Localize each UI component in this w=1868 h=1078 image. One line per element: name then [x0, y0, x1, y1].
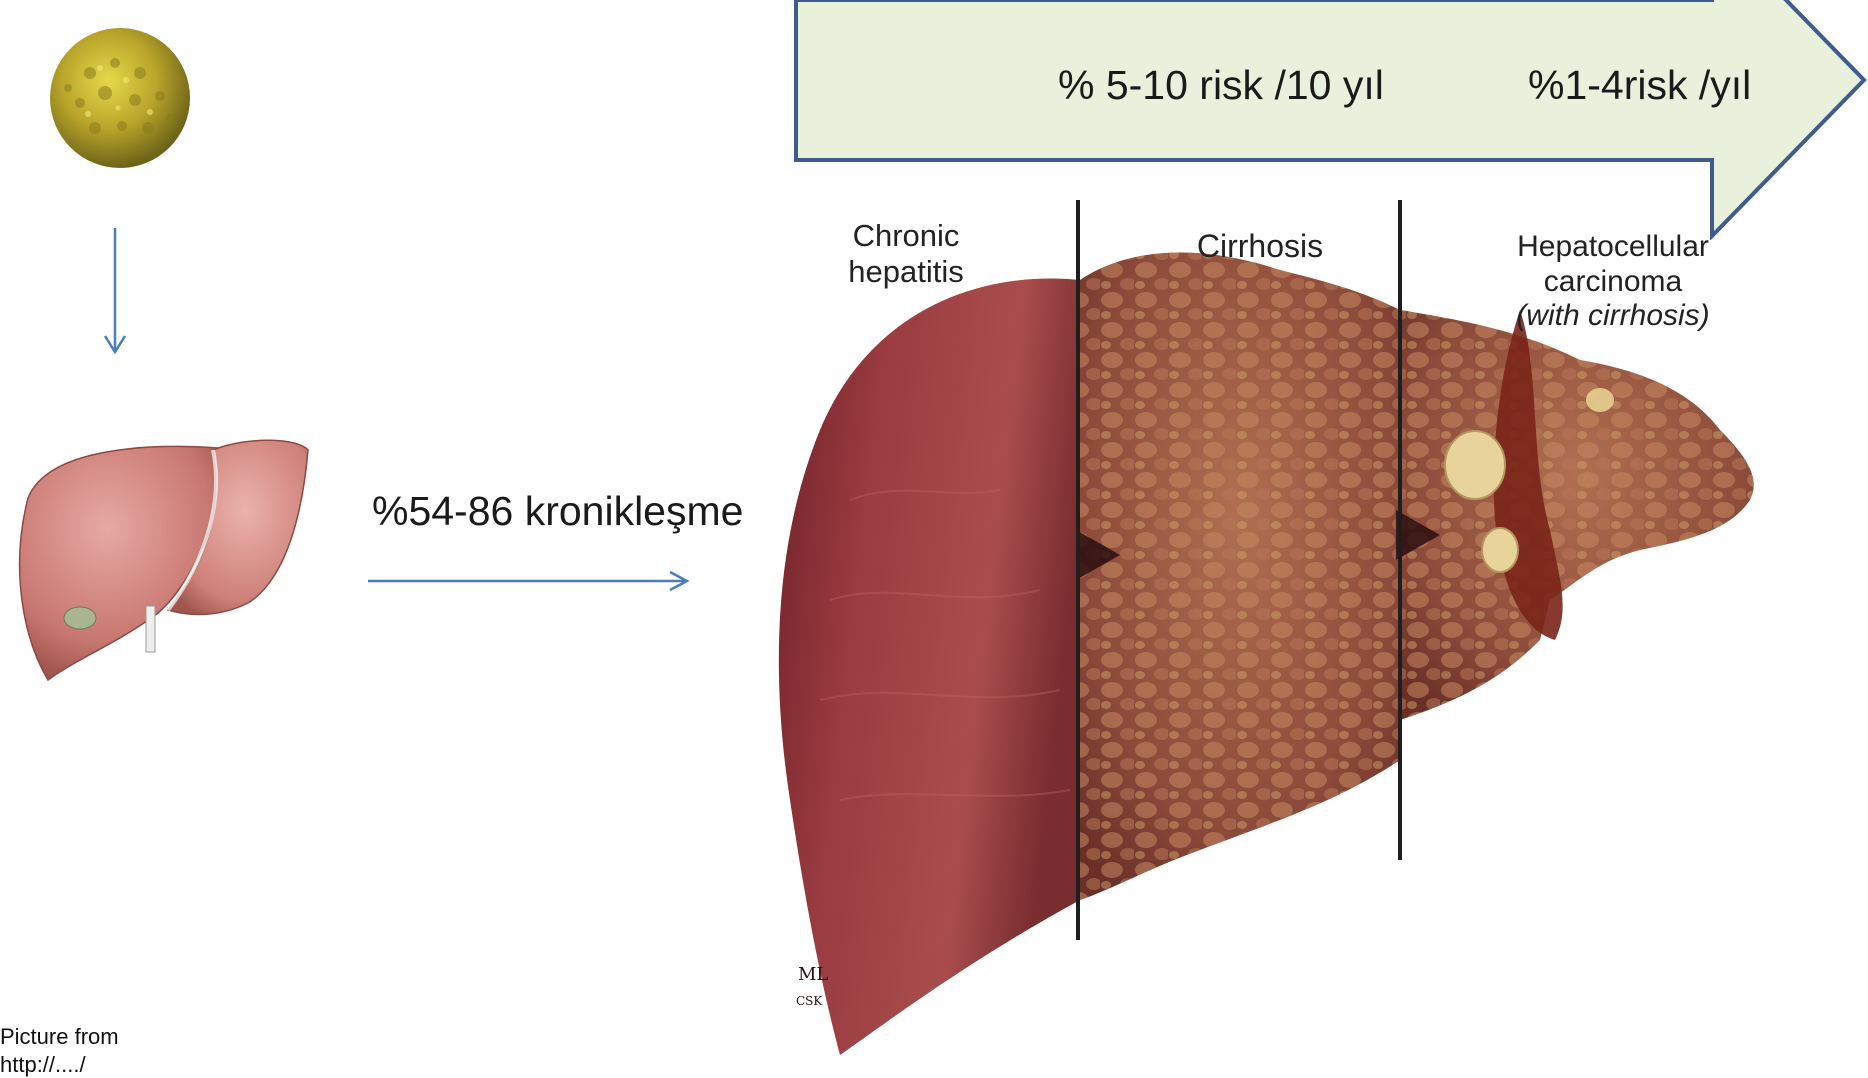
picture-credit: Picture from http://..../: [0, 1023, 119, 1078]
stage-label-hcc: Hepatocellular carcinoma (with cirrhosis…: [1478, 230, 1748, 334]
chronic-hepatitis-liver: [779, 279, 1080, 1055]
down-arrow: [100, 228, 130, 356]
right-arrow: [368, 570, 692, 592]
virus-particle-image: [30, 18, 210, 178]
healthy-liver-image: [8, 428, 318, 688]
hcc-risk-label: %1-4risk /yıl: [1528, 62, 1751, 109]
cirrhosis-risk-label: % 5-10 risk /10 yıl: [1058, 62, 1384, 109]
chronicity-label: %54-86 kronikleşme: [372, 488, 743, 535]
credit-line-2: http://..../: [0, 1051, 119, 1078]
risk-progression-arrow: [794, 0, 1868, 240]
svg-text:CSK: CSK: [796, 994, 823, 1008]
svg-text:ML: ML: [798, 964, 828, 985]
tumor-nodule: [1445, 431, 1505, 499]
credit-line-1: Picture from: [0, 1023, 119, 1051]
